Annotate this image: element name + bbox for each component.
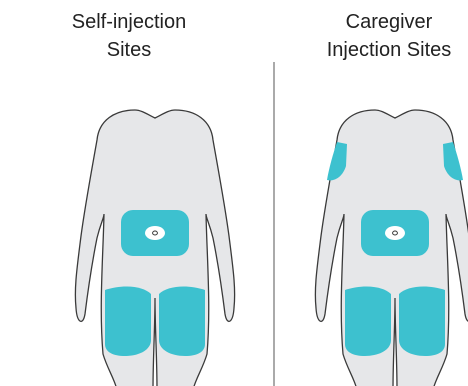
navel-zone-right bbox=[385, 226, 405, 240]
navel-zone-left bbox=[145, 226, 165, 240]
thigh-site-right-b bbox=[399, 287, 445, 356]
self-injection-figure bbox=[75, 110, 234, 386]
thigh-site-left-a bbox=[105, 287, 151, 356]
thigh-site-right-a bbox=[345, 287, 391, 356]
thigh-site-left-b bbox=[159, 287, 205, 356]
caregiver-injection-figure bbox=[315, 110, 468, 386]
